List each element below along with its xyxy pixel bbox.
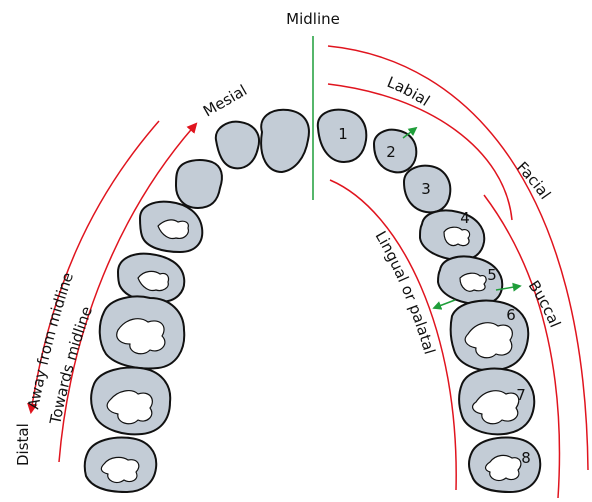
tooth-number-8: 8 — [521, 449, 531, 467]
midline-label: Midline — [286, 10, 340, 28]
tooth-number-2: 2 — [386, 143, 396, 161]
tooth-number-5: 5 — [487, 266, 497, 284]
fissure-tooth-4 — [444, 227, 470, 245]
left-upper-teeth — [85, 110, 309, 492]
tooth-number-4: 4 — [460, 209, 470, 227]
facial-label: Facial — [513, 158, 554, 202]
buccal-label: Buccal — [525, 277, 565, 330]
tooth-left-canine — [176, 160, 222, 208]
right-upper-teeth: 1 2 3 4 5 6 7 8 — [318, 110, 540, 492]
tooth-number-1: 1 — [338, 125, 348, 143]
tooth-number-7: 7 — [516, 386, 526, 404]
fissure-tooth-5 — [460, 273, 486, 291]
tooth-left-lateral-incisor — [216, 122, 259, 169]
distal-label: Distal — [14, 423, 32, 466]
tooth-left-central-incisor — [261, 110, 309, 172]
mesial-label: Mesial — [200, 81, 250, 120]
tooth-number-3: 3 — [421, 180, 431, 198]
tooth-number-6: 6 — [506, 306, 516, 324]
lingual-direction-arrow — [434, 300, 455, 308]
